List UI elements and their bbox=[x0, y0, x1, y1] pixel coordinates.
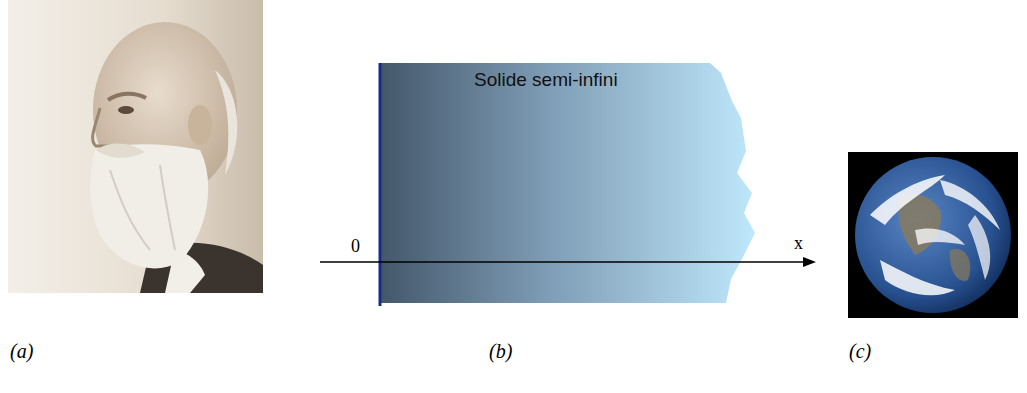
figure-label: (b) bbox=[489, 340, 512, 363]
figure-label: (a) bbox=[10, 340, 33, 363]
x-axis bbox=[320, 261, 806, 263]
earth-photo bbox=[848, 152, 1018, 318]
semi-infinite-solid: Solide semi-infini bbox=[380, 63, 755, 303]
wall-line bbox=[379, 63, 382, 306]
solid-shape bbox=[380, 63, 755, 303]
node-text: Solide semi-infini bbox=[474, 69, 618, 91]
figure-label: (c) bbox=[849, 340, 871, 363]
axis-label: x bbox=[794, 233, 803, 254]
portrait-photo bbox=[8, 0, 263, 293]
axis-arrowhead bbox=[803, 257, 816, 267]
origin-label: 0 bbox=[351, 236, 360, 257]
